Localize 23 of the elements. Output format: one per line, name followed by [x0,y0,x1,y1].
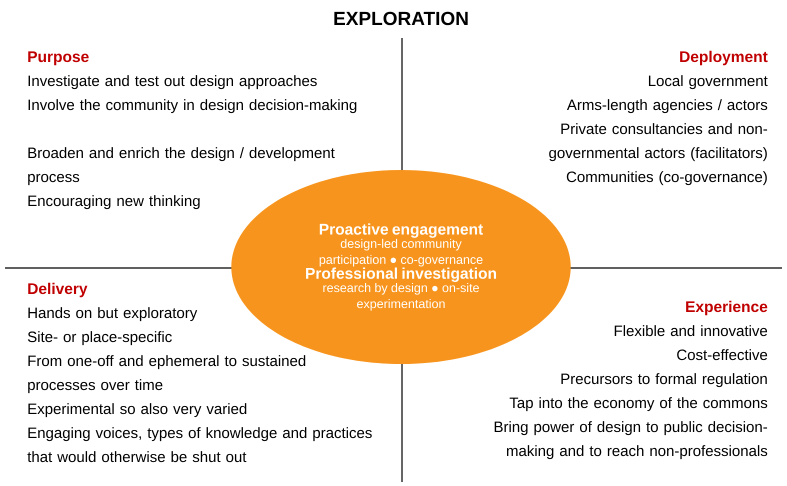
list-item: Investigate and test out design approaches [28,75,317,90]
section-heading: Delivery [28,282,88,298]
list-item: Hands on but exploratory [28,307,198,322]
list-item: Communities (co-governance) [566,171,767,186]
list-item: Site- or place-specific [28,331,172,346]
list-item: Flexible and innovative [614,325,768,336]
list-item: Engaging voices, types of knowledge and practices that would otherwise be shut out [27,427,372,462]
section-heading: Experience [686,300,768,316]
list-item: Local government [648,75,768,90]
list-item: Arms-length agencies / actors [566,99,768,114]
list-item: Precursors to formal regulation [561,373,767,388]
list-item: Bring power of design to public decision-making and to reach non-professionals [494,421,768,460]
list-item: From one-off and ephemeral to sustained processes over time [28,355,306,394]
list-item: Tap into the economy of the commons [510,397,768,412]
title: EXPLORATION [334,12,468,26]
list-item: Broaden and enrich the design / development process [28,147,335,186]
list-item: Cost-effective [677,349,768,360]
list-item: Encouraging new thinking [28,195,200,210]
list-item: Involve the community in design decision-making [28,99,356,114]
section-heading: Deployment [680,50,768,66]
section-heading: Purpose [28,51,89,66]
list-item: Private consultancies and non-governmental actors (facilitators) [549,123,768,162]
list-item: Experimental so also very varied [28,403,246,418]
